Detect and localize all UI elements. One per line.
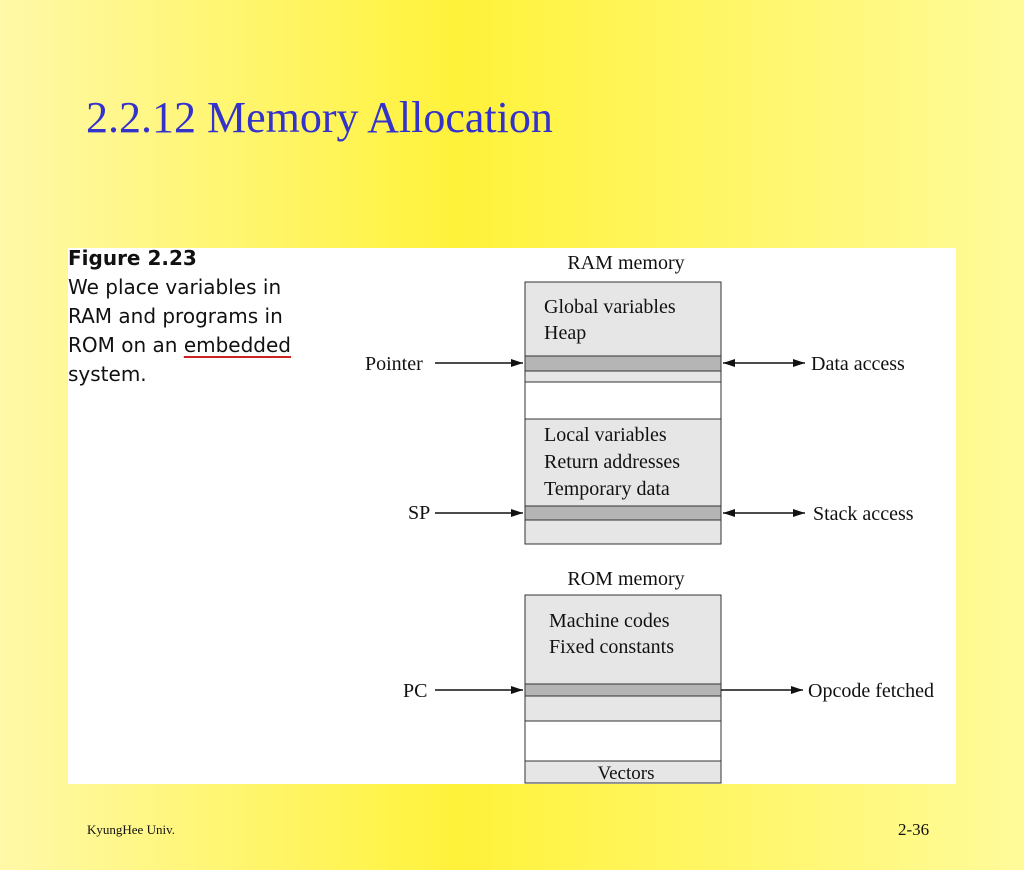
caption-line-3-prefix: ROM on an: [68, 333, 184, 357]
rom-heading: ROM memory: [567, 568, 684, 590]
sp-label: SP: [408, 502, 430, 524]
caption-line-2: RAM and programs in: [68, 304, 283, 328]
ram-global-line-1: Global variables: [544, 296, 676, 318]
ram-stack-line-2: Return addresses: [544, 451, 680, 473]
ram-global-line-2: Heap: [544, 322, 586, 344]
caption-line-3: ROM on an embedded: [68, 331, 338, 360]
rom-pc-band: [524, 683, 722, 697]
ram-global-block: Global variables Heap: [524, 281, 722, 383]
caption-title: Figure 2.23: [68, 246, 197, 270]
stack-access-label: Stack access: [813, 503, 914, 525]
pointer-label: Pointer: [365, 353, 423, 375]
ram-stack-line-1: Local variables: [544, 424, 667, 446]
figure-caption: Figure 2.23 We place variables in RAM an…: [68, 244, 338, 389]
rom-vectors-block: [524, 760, 722, 784]
ram-sp-band: [524, 505, 722, 521]
data-access-label: Data access: [811, 353, 905, 375]
ram-free-space: [524, 381, 722, 420]
page-number: 2-36: [898, 820, 930, 839]
memory-diagram: RAM memory Global variables Heap Local v…: [365, 252, 934, 784]
ram-pointer-band: [524, 355, 722, 372]
opcode-fetched-label: Opcode fetched: [808, 680, 934, 702]
rom-free-space: [524, 720, 722, 762]
figure-panel: Figure 2.23 We place variables in RAM an…: [68, 246, 956, 784]
ram-stack-line-3: Temporary data: [544, 478, 670, 500]
vectors-label: Vectors: [598, 763, 655, 784]
pc-label: PC: [403, 680, 427, 702]
rom-code-line-1: Machine codes: [549, 610, 670, 632]
caption-line-4: system.: [68, 362, 147, 386]
footer-university: KyungHee Univ.: [87, 822, 175, 837]
ram-stack-block: Local variables Return addresses Tempora…: [524, 418, 722, 545]
rom-code-block: Machine codes Fixed constants: [524, 594, 722, 722]
slide-title: 2.2.12 Memory Allocation: [86, 93, 553, 142]
caption-line-1: We place variables in: [68, 275, 282, 299]
ram-heading: RAM memory: [567, 252, 684, 274]
caption-underlined-word: embedded: [183, 333, 291, 357]
rom-code-line-2: Fixed constants: [549, 636, 674, 658]
